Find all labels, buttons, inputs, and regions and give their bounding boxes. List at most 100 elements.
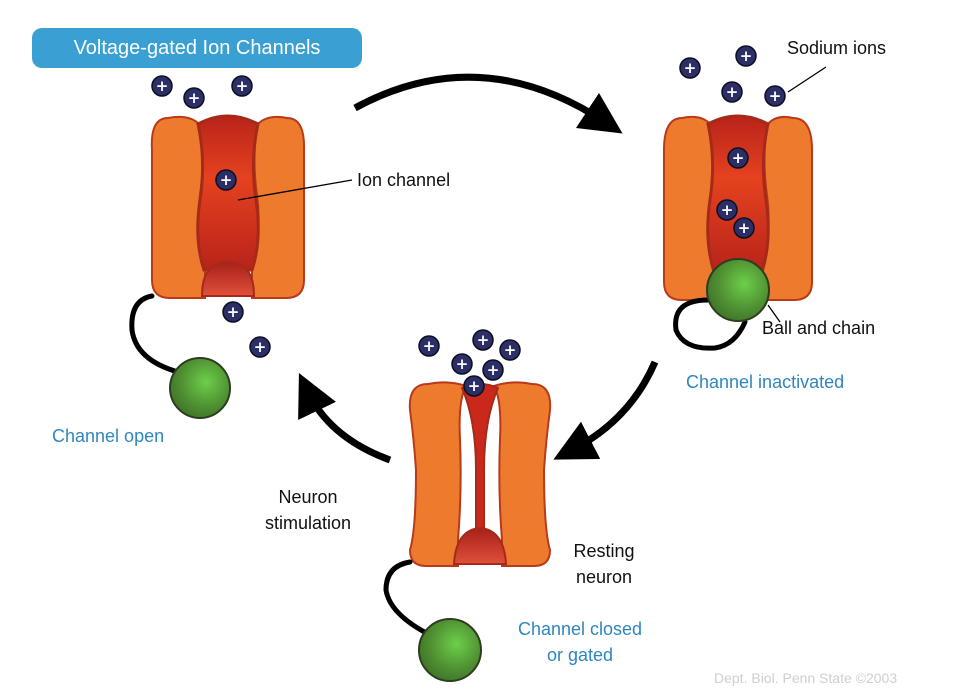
- chain: [129, 293, 181, 375]
- inactivated-channel: [663, 66, 827, 351]
- sodium-ion: +: [735, 45, 757, 67]
- sodium-ion: +: [764, 85, 786, 107]
- protein-subunit-right: [492, 381, 552, 567]
- ion-channel-pointer: [237, 179, 353, 201]
- label-neuron-stimulation: Neuron stimulation: [246, 484, 370, 536]
- ion-circle: [472, 329, 494, 351]
- ion-circle: [418, 335, 440, 357]
- inactivation-ball: [706, 258, 770, 322]
- protein-subunit-left: [150, 115, 206, 299]
- sodium-ion: +: [679, 57, 701, 79]
- sodium-ion: +: [721, 81, 743, 103]
- sodium-ion: +: [231, 75, 253, 97]
- label-ion-channel: Ion channel: [357, 170, 451, 190]
- ion-circle: [249, 336, 271, 358]
- protein-subunit-right: [251, 115, 306, 299]
- sodium-ions-pointer: [787, 66, 827, 93]
- sodium-ion: +: [727, 147, 749, 169]
- ion-circle: [721, 81, 743, 103]
- sodium-ion: +: [716, 199, 738, 221]
- label-sodium-ions: Sodium ions: [787, 38, 887, 58]
- label-neuron-stimulation-line2: stimulation: [264, 513, 352, 533]
- ion-circle: [222, 301, 244, 323]
- sodium-ion: +: [222, 301, 244, 323]
- sodium-ion: +: [472, 329, 494, 351]
- closed-channel: [383, 381, 552, 682]
- plus-icon: +: [769, 87, 782, 105]
- label-resting-neuron-line2: neuron: [575, 567, 633, 587]
- plus-icon: +: [477, 331, 490, 349]
- ion-circle: [716, 199, 738, 221]
- plus-icon: +: [423, 337, 436, 355]
- ion-circle: [679, 57, 701, 79]
- ion-circle: [231, 75, 253, 97]
- sodium-ion: +: [451, 353, 473, 375]
- plus-icon: +: [227, 303, 240, 321]
- sodium-ion: +: [215, 169, 237, 191]
- plus-icon: +: [220, 171, 233, 189]
- cycle-arrow-open-to-inactivated: [353, 73, 623, 134]
- label-neuron-stimulation-line1: Neuron: [278, 487, 338, 507]
- open-channel: [129, 114, 353, 419]
- diagram-title: Voltage-gated Ion Channels: [32, 28, 362, 68]
- ion-pore: [460, 383, 500, 531]
- plus-icon: +: [732, 149, 745, 167]
- label-ball-and-chain: Ball and chain: [762, 318, 876, 338]
- state-channel-closed: Channel closed or gated: [496, 616, 664, 668]
- plus-icon: +: [188, 89, 201, 107]
- plus-icon: +: [721, 201, 734, 219]
- inactivation-ball: [418, 618, 482, 682]
- ion-circle: [482, 359, 504, 381]
- ion-circle: [735, 45, 757, 67]
- ion-circle: [215, 169, 237, 191]
- ion-circle: [463, 375, 485, 397]
- ion-circle: [499, 339, 521, 361]
- label-resting-neuron: Resting neuron: [556, 538, 652, 590]
- ion-circle: [151, 75, 173, 97]
- plus-icon: +: [487, 361, 500, 379]
- ion-circle: [451, 353, 473, 375]
- state-channel-closed-line1: Channel closed: [517, 619, 643, 639]
- ion-pore: [196, 114, 260, 272]
- chain: [673, 297, 748, 351]
- sodium-ion: +: [482, 359, 504, 381]
- sodium-ion: +: [499, 339, 521, 361]
- plus-icon: +: [740, 47, 753, 65]
- sodium-ions: +++++++++++++++++++: [151, 45, 786, 397]
- plus-icon: +: [254, 338, 267, 356]
- plus-icon: +: [456, 355, 469, 373]
- label-resting-neuron-line1: Resting: [573, 541, 635, 561]
- ion-pore: [706, 114, 770, 274]
- plus-icon: +: [468, 377, 481, 395]
- sodium-ion: +: [249, 336, 271, 358]
- plus-icon: +: [504, 341, 517, 359]
- state-channel-open: Channel open: [52, 426, 165, 446]
- ball-and-chain-pointer: [767, 304, 781, 323]
- inactivation-ball: [169, 357, 231, 419]
- plus-icon: +: [738, 219, 751, 237]
- state-channel-closed-line2: or gated: [546, 645, 614, 665]
- channel-gate: [200, 260, 256, 297]
- plus-icon: +: [236, 77, 249, 95]
- plus-icon: +: [156, 77, 169, 95]
- state-channel-inactivated: Channel inactivated: [686, 372, 845, 392]
- sodium-ion: +: [418, 335, 440, 357]
- protein-subunit-right: [761, 115, 813, 301]
- plus-icon: +: [684, 59, 697, 77]
- channel-gate: [452, 526, 508, 565]
- ion-circle: [183, 87, 205, 109]
- ion-circle: [727, 147, 749, 169]
- cycle-arrow-inactivated-to-closed: [553, 360, 659, 460]
- chain: [383, 559, 435, 639]
- sodium-ion: +: [463, 375, 485, 397]
- sodium-ion: +: [183, 87, 205, 109]
- cycle-arrow-closed-to-open: [298, 373, 392, 464]
- protein-subunit-left: [408, 381, 468, 567]
- plus-icon: +: [726, 83, 739, 101]
- ion-circle: [733, 217, 755, 239]
- copyright-credit: Dept. Biol. Penn State ©2003: [714, 670, 898, 686]
- sodium-ion: +: [733, 217, 755, 239]
- ion-circle: [764, 85, 786, 107]
